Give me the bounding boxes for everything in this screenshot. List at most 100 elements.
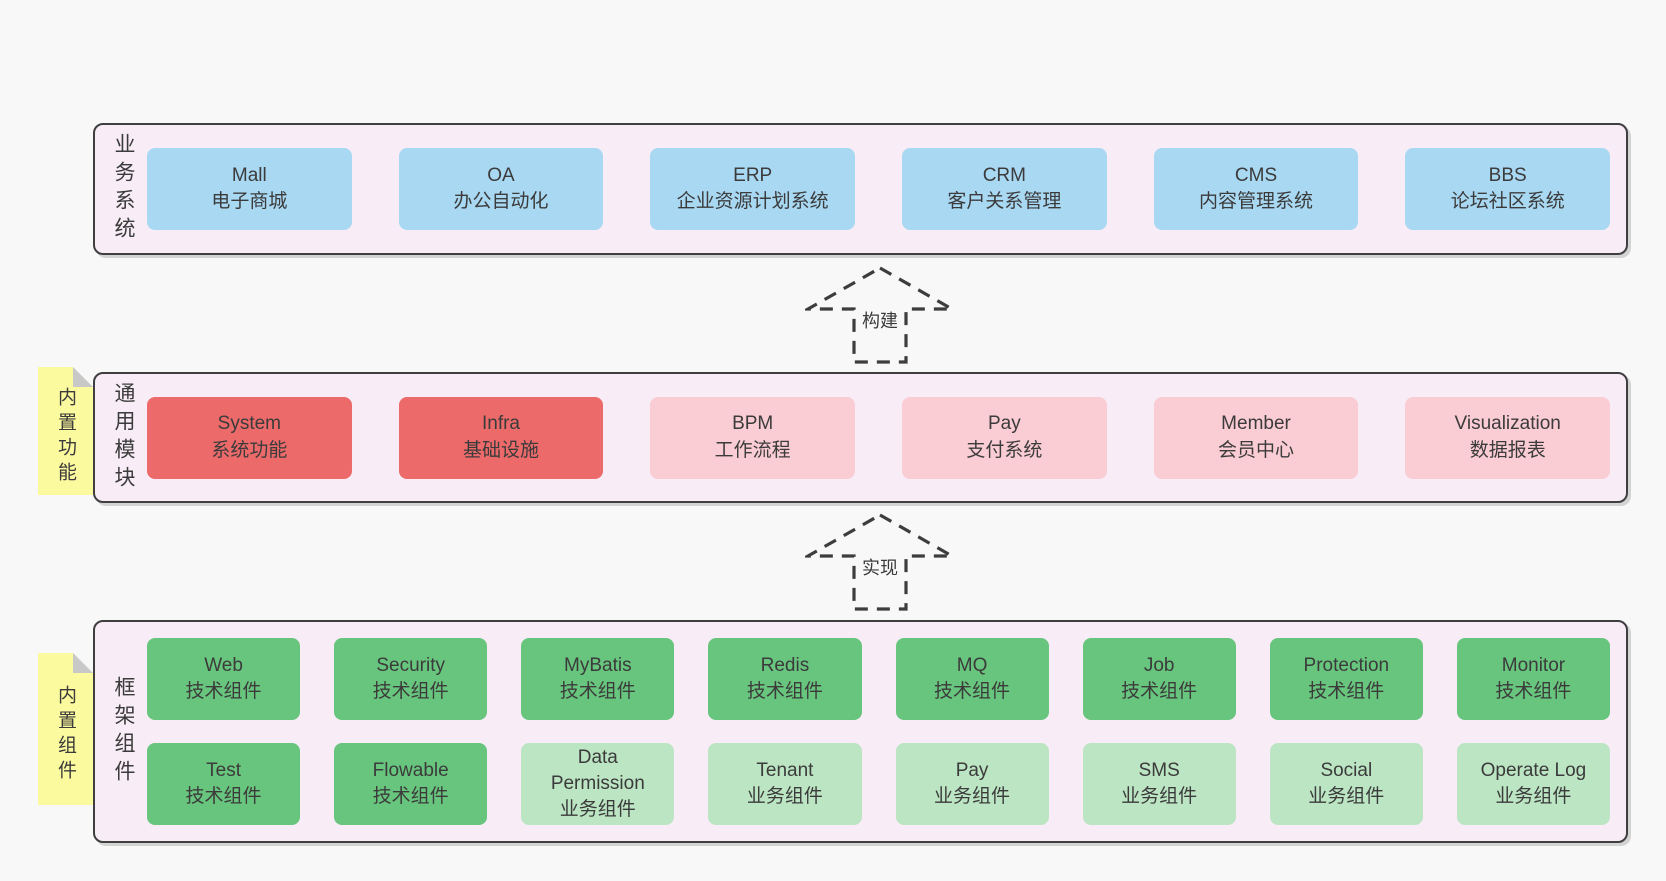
node-pay-component-subtitle: 业务组件	[934, 786, 1011, 807]
node-mybatis-name: MyBatis	[564, 654, 632, 676]
node-pay-component: Pay 业务组件	[895, 743, 1049, 825]
node-protection-subtitle: 技术组件	[1308, 681, 1385, 702]
node-mall-name: Mall	[231, 164, 267, 186]
node-cms: CMS 内容管理系统	[1153, 148, 1359, 230]
node-system-name: System	[217, 413, 282, 435]
node-sms: SMS 业务组件	[1082, 743, 1236, 825]
node-bpm: BPM 工作流程	[650, 396, 856, 479]
node-test-name: Test	[206, 759, 241, 781]
node-security-name: Security	[376, 654, 445, 676]
node-test: Test 技术组件	[147, 743, 301, 825]
node-test-subtitle: 技术组件	[185, 786, 262, 807]
node-system-subtitle: 系统功能	[211, 439, 288, 461]
node-tenant-name: Tenant	[756, 759, 814, 781]
node-crm: CRM 客户关系管理	[902, 148, 1107, 230]
node-bbs-subtitle: 论坛社区系统	[1450, 191, 1565, 212]
node-pay-component-name: Pay	[955, 759, 989, 781]
framework-row-1: Web 技术组件 Security 技术组件 MyBatis 技术组件 Redi…	[147, 638, 1610, 720]
node-flowable-name: Flowable	[372, 759, 449, 781]
node-mq-name: MQ	[956, 654, 988, 676]
node-erp-name: ERP	[733, 164, 773, 186]
node-system: System 系统功能	[147, 396, 352, 479]
sticky-note-built-in-components: 内置组件	[38, 653, 93, 805]
business-systems-boxes: Mall 电子商城 OA 办公自动化 ERP 企业资源计划系统 CRM 客户关系…	[147, 125, 1611, 253]
node-social-subtitle: 业务组件	[1308, 786, 1385, 807]
node-infra-subtitle: 基础设施	[463, 439, 540, 461]
node-mq-subtitle: 技术组件	[934, 681, 1011, 702]
framework-components-rows: Web 技术组件 Security 技术组件 MyBatis 技术组件 Redi…	[147, 638, 1610, 825]
node-pay-name: Pay	[987, 413, 1021, 435]
node-bpm-subtitle: 工作流程	[714, 439, 791, 461]
band-business-systems: 业务系统 Mall 电子商城 OA 办公自动化 ERP 企业资源计划系统 CRM…	[93, 123, 1628, 255]
node-web-subtitle: 技术组件	[185, 681, 262, 702]
node-mq: MQ 技术组件	[895, 638, 1049, 720]
arrow-build-label: 构建	[857, 306, 903, 334]
node-social: Social 业务组件	[1269, 743, 1423, 825]
node-monitor-name: Monitor	[1501, 654, 1566, 676]
node-operate-log-name: Operate Log	[1480, 759, 1587, 781]
node-erp-subtitle: 企业资源计划系统	[676, 191, 829, 212]
node-erp: ERP 企业资源计划系统	[650, 148, 856, 230]
node-data-permission-name: Data Permission	[550, 746, 645, 794]
node-flowable-subtitle: 技术组件	[372, 786, 449, 807]
node-job-name: Job	[1143, 654, 1175, 676]
node-tenant: Tenant 业务组件	[708, 743, 862, 825]
node-visualization: Visualization 数据报表	[1405, 396, 1611, 479]
node-mybatis-subtitle: 技术组件	[559, 681, 636, 702]
folded-corner-icon	[73, 653, 93, 673]
node-member-subtitle: 会员中心	[1218, 439, 1295, 461]
node-data-permission-subtitle: 业务组件	[559, 799, 636, 821]
node-operate-log-subtitle: 业务组件	[1495, 786, 1572, 807]
band-common-modules: 通用模块 System 系统功能 Infra 基础设施 BPM 工作流程 Pay…	[93, 372, 1628, 503]
up-arrow-icon	[805, 513, 955, 611]
node-flowable: Flowable 技术组件	[334, 743, 488, 825]
node-web: Web 技术组件	[147, 638, 301, 720]
node-mall-subtitle: 电子商城	[211, 191, 288, 212]
band-framework-components-label: 框架组件	[112, 675, 135, 788]
node-job: Job 技术组件	[1082, 638, 1236, 720]
node-social-name: Social	[1320, 759, 1373, 781]
node-mybatis: MyBatis 技术组件	[521, 638, 675, 720]
node-redis: Redis 技术组件	[708, 638, 862, 720]
sticky-note-built-in-features-label: 内置功能	[55, 387, 76, 487]
node-pay-subtitle: 支付系统	[966, 439, 1043, 461]
node-sms-name: SMS	[1138, 759, 1180, 781]
node-protection: Protection 技术组件	[1269, 638, 1423, 720]
band-common-modules-label: 通用模块	[112, 381, 135, 494]
node-visualization-subtitle: 数据报表	[1469, 439, 1546, 461]
node-bbs-name: BBS	[1488, 164, 1527, 186]
node-visualization-name: Visualization	[1454, 413, 1561, 435]
node-crm-name: CRM	[982, 164, 1026, 186]
node-tenant-subtitle: 业务组件	[746, 786, 823, 807]
node-job-subtitle: 技术组件	[1121, 681, 1198, 702]
node-data-permission: Data Permission 业务组件	[521, 743, 675, 825]
node-crm-subtitle: 客户关系管理	[947, 191, 1062, 212]
node-monitor-subtitle: 技术组件	[1495, 681, 1572, 702]
node-oa-name: OA	[487, 164, 515, 186]
node-monitor: Monitor 技术组件	[1456, 638, 1610, 720]
node-operate-log: Operate Log 业务组件	[1456, 743, 1610, 825]
node-infra: Infra 基础设施	[398, 396, 604, 479]
node-oa-subtitle: 办公自动化	[453, 191, 549, 212]
sticky-note-built-in-features: 内置功能	[38, 367, 93, 495]
sticky-note-built-in-components-label: 内置组件	[55, 685, 76, 785]
node-cms-name: CMS	[1234, 164, 1278, 186]
node-web-name: Web	[204, 654, 243, 676]
arrow-implement-label: 实现	[857, 553, 903, 581]
node-cms-subtitle: 内容管理系统	[1199, 191, 1314, 212]
node-sms-subtitle: 业务组件	[1121, 786, 1198, 807]
band-framework-components: 框架组件 Web 技术组件 Security 技术组件 MyBatis 技术组件…	[93, 620, 1628, 843]
node-bbs: BBS 论坛社区系统	[1405, 148, 1611, 230]
folded-corner-icon	[73, 367, 93, 387]
node-pay: Pay 支付系统	[902, 396, 1107, 479]
node-member: Member 会员中心	[1153, 396, 1359, 479]
up-arrow-icon	[805, 266, 955, 364]
node-security-subtitle: 技术组件	[372, 681, 449, 702]
arrow-build: 构建	[805, 265, 955, 365]
node-redis-name: Redis	[760, 654, 810, 676]
common-modules-boxes: System 系统功能 Infra 基础设施 BPM 工作流程 Pay 支付系统…	[147, 374, 1611, 501]
node-bpm-name: BPM	[732, 413, 774, 435]
node-mall: Mall 电子商城	[147, 148, 352, 230]
node-redis-subtitle: 技术组件	[746, 681, 823, 702]
